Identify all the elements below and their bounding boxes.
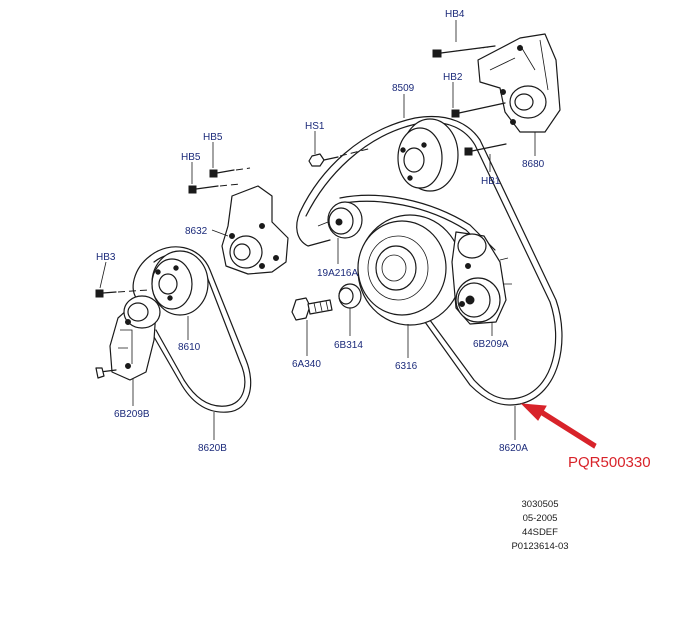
label-6b314: 6B314 xyxy=(334,340,363,351)
pump-bracket xyxy=(221,185,289,275)
bolt-hb5-mid xyxy=(188,183,241,194)
bolt-hb2 xyxy=(451,102,506,118)
reference-line-4: P0123614-03 xyxy=(511,541,568,552)
spacer-6b314 xyxy=(338,283,362,309)
label-8610: 8610 xyxy=(178,342,201,353)
label-hb2: HB2 xyxy=(443,72,463,83)
label-6b209b: 6B209B xyxy=(114,409,150,420)
label-hb1: HB1 xyxy=(481,176,501,187)
label-6316: 6316 xyxy=(395,361,418,372)
label-8680: 8680 xyxy=(522,159,545,170)
crankshaft-pulley xyxy=(357,214,463,326)
bolt-hb1 xyxy=(464,143,507,156)
label-hs1: HS1 xyxy=(305,121,325,132)
bolt-hb4 xyxy=(432,45,496,58)
power-steering-pulley xyxy=(151,250,209,316)
reference-line-3: 44SDEF xyxy=(522,527,558,538)
label-19a216a: 19A216A xyxy=(317,268,358,279)
reference-line-2: 05-2005 xyxy=(523,513,558,524)
leader-lines xyxy=(99,20,536,440)
bolt-hb3 xyxy=(95,289,149,298)
main-drive-belt xyxy=(296,116,563,406)
tensioner-b xyxy=(95,295,161,381)
label-hb5-mid: HB5 xyxy=(181,152,201,163)
bolt-6a340 xyxy=(291,297,333,321)
label-6a340: 6A340 xyxy=(292,359,321,370)
callout-part-number: PQR500330 xyxy=(568,454,651,471)
callout-arrow xyxy=(520,403,597,449)
label-8620a: 8620A xyxy=(499,443,528,454)
bolt-hs1 xyxy=(308,147,373,167)
label-hb4: HB4 xyxy=(445,9,465,20)
label-8620b: 8620B xyxy=(198,443,227,454)
label-8509: 8509 xyxy=(392,83,415,94)
idler-pulley xyxy=(317,201,363,239)
reference-line-1: 3030505 xyxy=(522,499,559,510)
drawing-reference-block: 3030505 05-2005 44SDEF P0123614-03 xyxy=(511,499,568,552)
tensioner-a xyxy=(451,231,512,325)
label-hb3: HB3 xyxy=(96,252,116,263)
bolt-hb5-top xyxy=(209,167,251,178)
label-hb5-top: HB5 xyxy=(203,132,223,143)
water-pump-pulley xyxy=(397,118,459,192)
label-8632: 8632 xyxy=(185,226,208,237)
alternator-bracket xyxy=(477,33,561,133)
label-6b209a: 6B209A xyxy=(473,339,509,350)
